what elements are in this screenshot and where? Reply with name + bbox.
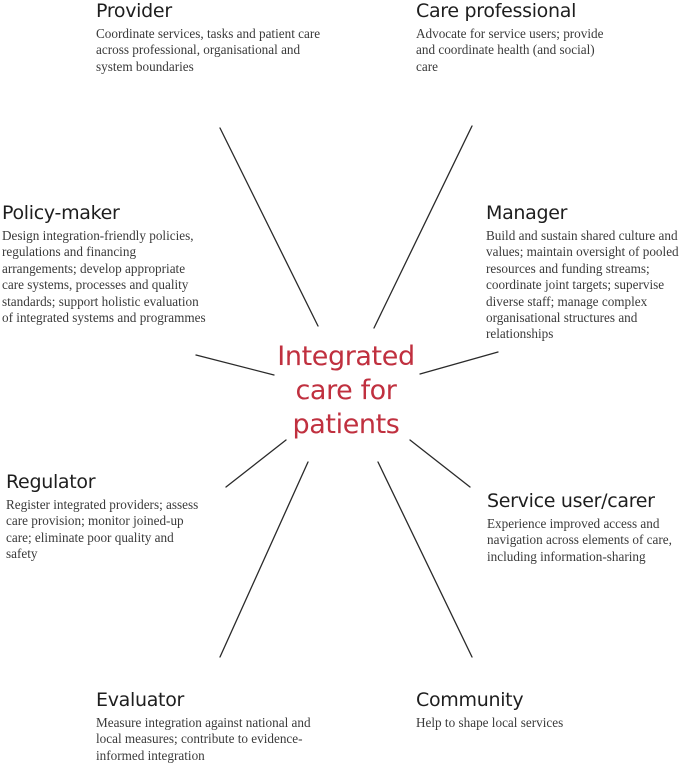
role-description: Build and sustain shared culture and val…: [486, 228, 679, 342]
role-service-user-carer: Service user/carer Experience improved a…: [487, 490, 685, 565]
role-policy-maker: Policy-maker Design integration-friendly…: [2, 202, 207, 326]
center-title: Integrated care for patients: [256, 340, 436, 442]
role-description: Measure integration against national and…: [96, 715, 311, 763]
role-title: Policy-maker: [2, 202, 120, 224]
role-description: Register integrated providers; assess ca…: [6, 497, 199, 562]
role-title: Provider: [96, 0, 172, 22]
role-evaluator: Evaluator Measure integration against na…: [96, 689, 316, 764]
spoke-regulator: [225, 439, 287, 488]
role-description: Experience improved access and navigatio…: [487, 516, 672, 564]
spoke-care-professional: [373, 125, 473, 329]
spoke-provider: [219, 127, 319, 327]
center-title-line-3: patients: [292, 409, 400, 440]
role-description: Design integration-friendly policies, re…: [2, 228, 206, 326]
role-description: Advocate for service users; provide and …: [416, 26, 604, 74]
role-description: Help to shape local services: [416, 715, 564, 730]
role-title: Regulator: [6, 471, 96, 493]
spoke-policy-maker: [195, 354, 275, 376]
role-regulator: Regulator Register integrated providers;…: [6, 471, 206, 563]
role-description: Coordinate services, tasks and patient c…: [96, 26, 321, 74]
spoke-manager: [419, 351, 499, 375]
spoke-community: [377, 461, 473, 658]
role-title: Manager: [486, 202, 568, 224]
role-manager: Manager Build and sustain shared culture…: [486, 202, 685, 343]
role-community: Community Help to shape local services: [416, 689, 616, 731]
role-title: Community: [416, 689, 524, 711]
role-title: Evaluator: [96, 689, 185, 711]
role-title: Care professional: [416, 0, 577, 22]
role-title: Service user/carer: [487, 490, 655, 512]
role-care-professional: Care professional Advocate for service u…: [416, 0, 616, 75]
center-title-line-2: care for: [295, 375, 397, 406]
spoke-service-user: [409, 439, 471, 488]
spoke-evaluator: [219, 461, 309, 658]
center-title-line-1: Integrated: [277, 341, 415, 372]
role-provider: Provider Coordinate services, tasks and …: [96, 0, 326, 75]
